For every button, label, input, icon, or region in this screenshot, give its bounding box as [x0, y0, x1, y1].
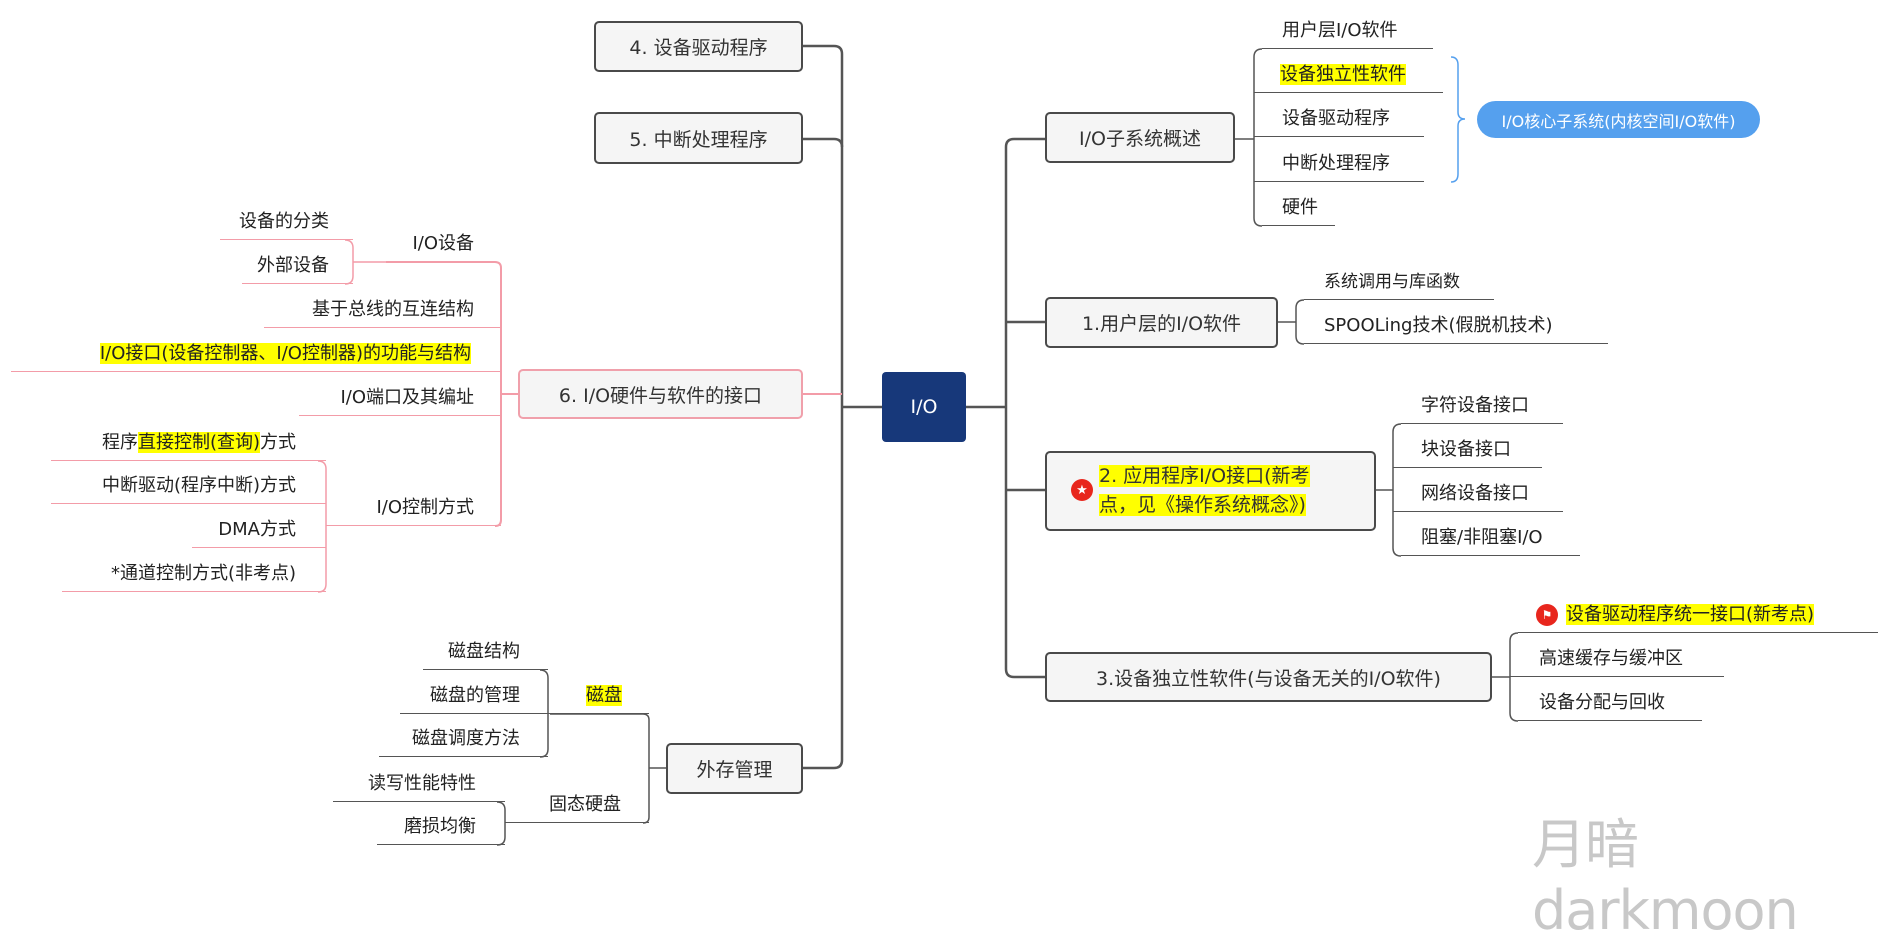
node-label: 3.设备独立性软件(与设备无关的I/O软件)	[1096, 667, 1441, 690]
summary-kernel-io[interactable]: I/O核心子系统(内核空间I/O软件)	[1477, 101, 1760, 138]
leaf-char-device[interactable]: 字符设备接口	[1401, 390, 1563, 424]
leaf-user-io-sw[interactable]: 用户层I/O软件	[1254, 15, 1433, 49]
leaf-block-device[interactable]: 块设备接口	[1393, 434, 1542, 468]
node-user-level-io[interactable]: 1.用户层的I/O软件	[1045, 297, 1278, 348]
leaf-label: 字符设备接口	[1421, 395, 1529, 416]
leaf-io-device[interactable]: I/O设备	[386, 228, 501, 262]
leaf-label: 设备驱动程序	[1282, 108, 1390, 129]
leaf-label: 设备的分类	[239, 211, 329, 232]
leaf-label: DMA方式	[218, 519, 296, 540]
leaf-dma[interactable]: DMA方式	[192, 514, 326, 548]
star-icon: ★	[1071, 479, 1093, 501]
leaf-blocking-io[interactable]: 阻塞/非阻塞I/O	[1401, 522, 1580, 556]
summary-label: I/O核心子系统(内核空间I/O软件)	[1501, 111, 1736, 131]
leaf-external-devices[interactable]: 外部设备	[242, 250, 353, 284]
leaf-network-device[interactable]: 网络设备接口	[1393, 478, 1563, 512]
leaf-label-highlight: 直接控制(查询)	[137, 432, 260, 453]
leaf-driver[interactable]: 设备驱动程序	[1254, 103, 1424, 137]
leaf-disk[interactable]: 磁盘	[550, 680, 649, 714]
leaf-spooling[interactable]: SPOOLing技术(假脱机技术)	[1304, 310, 1608, 344]
node-label: 1.用户层的I/O软件	[1081, 313, 1242, 335]
leaf-label: 中断处理程序	[1282, 153, 1390, 174]
leaf-device-independent[interactable]: 设备独立性软件	[1254, 59, 1443, 93]
leaf-label: 磁盘	[586, 685, 622, 706]
node-label: 6. I/O硬件与软件的接口	[558, 384, 763, 407]
leaf-disk-structure[interactable]: 磁盘结构	[423, 636, 548, 670]
root-node[interactable]: I/O	[882, 372, 966, 442]
leaf-hardware[interactable]: 硬件	[1262, 192, 1335, 226]
leaf-wear-leveling[interactable]: 磨损均衡	[377, 811, 505, 845]
leaf-bus-interconnect[interactable]: 基于总线的互连结构	[264, 294, 501, 328]
leaf-label: 阻塞/非阻塞I/O	[1421, 527, 1543, 548]
leaf-label: 磁盘结构	[448, 641, 520, 662]
leaf-label: 磨损均衡	[404, 816, 476, 837]
leaf-label: 块设备接口	[1421, 439, 1511, 460]
leaf-label: 固态硬盘	[549, 794, 621, 815]
leaf-driver-unified-interface[interactable]: ⚑ 设备驱动程序统一接口(新考点)	[1518, 599, 1878, 633]
node-label-line1: 2. 应用程序I/O接口(新考	[1099, 465, 1310, 487]
leaf-rw-performance[interactable]: 读写性能特性	[333, 768, 505, 802]
flag-icon: ⚑	[1536, 604, 1558, 626]
leaf-label: 硬件	[1282, 197, 1318, 218]
node-label: 2. 应用程序I/O接口(新考 点，见《操作系统概念》)	[1099, 462, 1310, 520]
node-label-line2: 点，见《操作系统概念》)	[1099, 494, 1306, 516]
leaf-polling[interactable]: 程序直接控制(查询)方式	[51, 427, 326, 461]
leaf-device-allocation[interactable]: 设备分配与回收	[1518, 687, 1702, 721]
leaf-label: 中断驱动(程序中断)方式	[101, 475, 296, 496]
leaf-label: 网络设备接口	[1421, 483, 1529, 504]
node-device-independent-sw[interactable]: 3.设备独立性软件(与设备无关的I/O软件)	[1045, 652, 1492, 702]
leaf-syscall[interactable]: 系统调用与库函数	[1304, 266, 1494, 300]
node-app-io-interface[interactable]: ★ 2. 应用程序I/O接口(新考 点，见《操作系统概念》)	[1045, 451, 1376, 531]
leaf-label: *通道控制方式(非考点)	[110, 563, 296, 584]
node-label: I/O子系统概述	[1079, 128, 1201, 150]
leaf-label: I/O接口(设备控制器、I/O控制器)的功能与结构	[99, 343, 471, 364]
underline	[1262, 48, 1433, 49]
leaf-disk-management[interactable]: 磁盘的管理	[400, 680, 548, 714]
leaf-label: 磁盘调度方法	[412, 728, 520, 749]
leaf-label: I/O端口及其编址	[340, 387, 474, 408]
leaf-label: I/O设备	[412, 233, 474, 254]
leaf-label: I/O控制方式	[376, 497, 474, 518]
leaf-device-classification[interactable]: 设备的分类	[220, 206, 353, 240]
leaf-label: 高速缓存与缓冲区	[1539, 648, 1683, 669]
leaf-label-pre: 程序	[101, 432, 138, 453]
leaf-label: 用户层I/O软件	[1282, 20, 1398, 41]
leaf-io-interface[interactable]: I/O接口(设备控制器、I/O控制器)的功能与结构	[11, 338, 501, 372]
underline	[400, 713, 550, 714]
leaf-cache-buffer[interactable]: 高速缓存与缓冲区	[1510, 643, 1724, 677]
leaf-channel[interactable]: *通道控制方式(非考点)	[62, 558, 326, 592]
leaf-label: 基于总线的互连结构	[312, 299, 474, 320]
leaf-label: 磁盘的管理	[430, 685, 520, 706]
leaf-label: 读写性能特性	[368, 773, 476, 794]
root-label: I/O	[910, 396, 938, 418]
leaf-io-port[interactable]: I/O端口及其编址	[299, 382, 501, 416]
summary-brace	[1450, 56, 1466, 183]
watermark: 月暗darkmoon	[1532, 813, 1799, 942]
leaf-label: 设备分配与回收	[1539, 692, 1665, 713]
node-storage-management[interactable]: 外存管理	[666, 743, 803, 794]
leaf-ssd[interactable]: 固态硬盘	[505, 789, 649, 823]
leaf-label: 外部设备	[257, 255, 329, 276]
node-device-driver[interactable]: 4. 设备驱动程序	[594, 21, 803, 72]
leaf-label: 设备驱动程序统一接口(新考点)	[1566, 604, 1815, 625]
leaf-label: 系统调用与库函数	[1324, 272, 1460, 292]
leaf-interrupt-driven[interactable]: 中断驱动(程序中断)方式	[51, 470, 326, 504]
node-interrupt-handler[interactable]: 5. 中断处理程序	[594, 112, 803, 164]
node-label: 4. 设备驱动程序	[629, 37, 768, 59]
leaf-label: 设备独立性软件	[1280, 64, 1406, 85]
node-label: 5. 中断处理程序	[629, 128, 768, 151]
leaf-label-post: 方式	[260, 432, 296, 453]
node-hw-sw-interface[interactable]: 6. I/O硬件与软件的接口	[518, 369, 803, 419]
leaf-interrupt[interactable]: 中断处理程序	[1254, 148, 1424, 182]
leaf-disk-scheduling[interactable]: 磁盘调度方法	[379, 723, 548, 757]
leaf-label: SPOOLing技术(假脱机技术)	[1324, 315, 1553, 336]
node-label: 外存管理	[696, 759, 773, 781]
leaf-io-control[interactable]: I/O控制方式	[326, 492, 501, 526]
node-io-subsystem-overview[interactable]: I/O子系统概述	[1045, 112, 1235, 163]
